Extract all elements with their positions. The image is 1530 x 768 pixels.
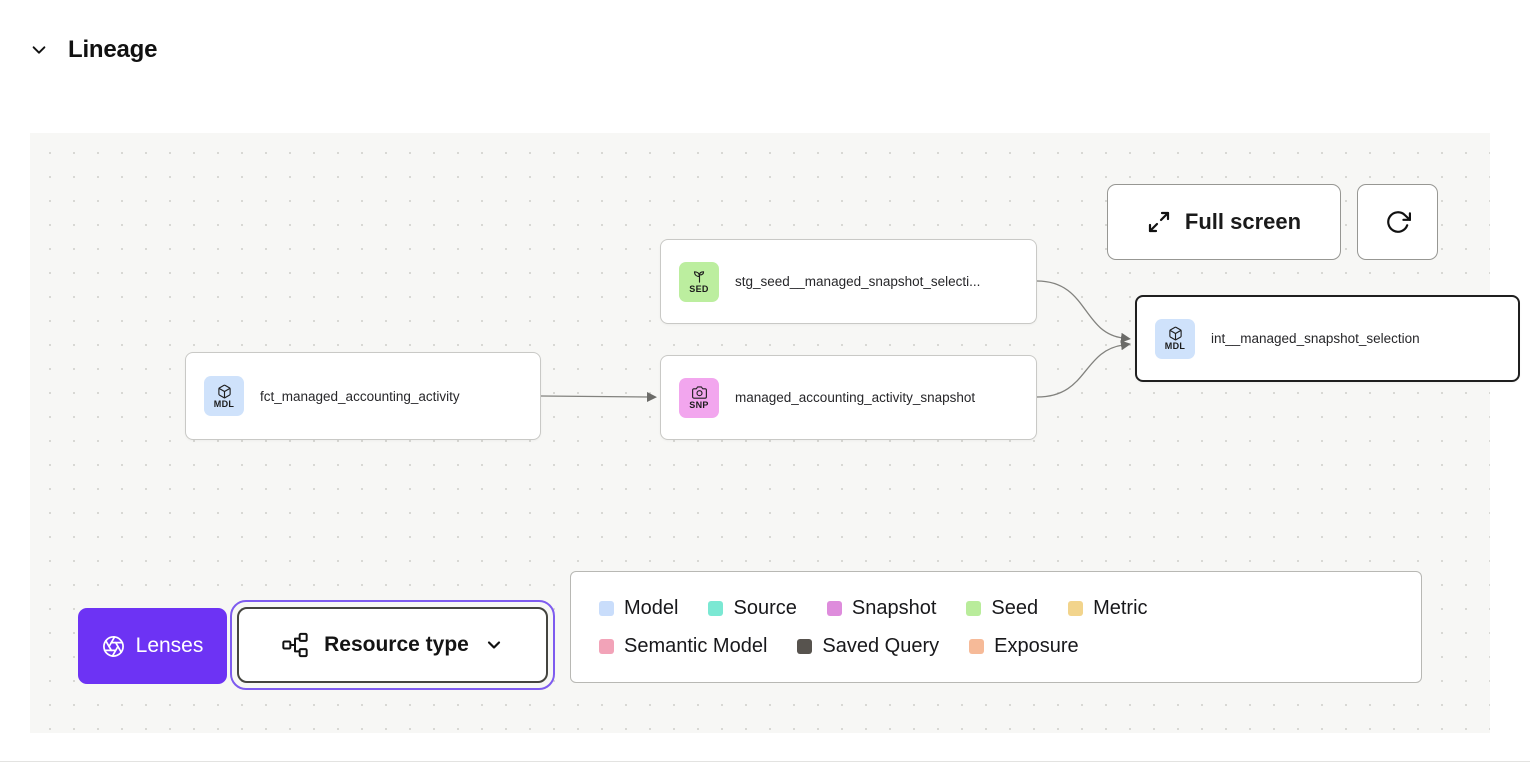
seed-resource-badge: SED xyxy=(679,261,719,302)
legend-swatch-semantic-model xyxy=(599,638,614,654)
legend-row: Semantic Model Saved Query Exposure xyxy=(599,635,1393,658)
lineage-node-fct-managed-accounting-activity[interactable]: MDL fct_managed_accounting_activity xyxy=(185,352,541,440)
lineage-canvas[interactable]: MDL fct_managed_accounting_activity SED … xyxy=(30,133,1520,733)
legend-label: Source xyxy=(733,596,797,619)
legend-item-metric: Metric xyxy=(1068,596,1148,620)
chevron-down-icon xyxy=(30,41,48,59)
lenses-label: Lenses xyxy=(135,634,204,657)
badge-code: SED xyxy=(689,284,709,294)
badge-code: SNP xyxy=(689,400,709,410)
refresh-button[interactable] xyxy=(1357,184,1438,260)
legend-row: Model Source Snapshot Seed Metric xyxy=(599,597,1393,620)
legend-label: Saved Query xyxy=(822,634,940,657)
resource-type-legend: Model Source Snapshot Seed Metric xyxy=(570,571,1422,683)
page-title: Lineage xyxy=(68,36,158,63)
camera-icon xyxy=(691,385,707,400)
legend-label: Seed xyxy=(991,596,1039,619)
legend-item-source: Source xyxy=(708,596,797,620)
legend-swatch-metric xyxy=(1068,600,1084,616)
badge-code: MDL xyxy=(213,398,235,409)
legend-item-saved-query: Saved Query xyxy=(797,635,939,658)
legend-swatch-source xyxy=(708,600,724,616)
full-screen-label: Full screen xyxy=(1184,209,1302,234)
cube-icon xyxy=(217,384,232,399)
legend-label: Exposure xyxy=(994,634,1079,657)
expand-arrows-icon xyxy=(1147,210,1171,234)
lineage-node-managed-accounting-activity-snapshot[interactable]: SNP managed_accounting_activity_snapshot xyxy=(660,355,1037,440)
resource-type-focus-ring: Resource type xyxy=(230,600,555,690)
legend-item-exposure: Exposure xyxy=(969,635,1079,658)
legend-swatch-snapshot xyxy=(826,600,842,616)
section-header: Lineage xyxy=(0,0,1530,64)
lineage-node-stg-seed-managed-snapshot-selection[interactable]: SED stg_seed__managed_snapshot_selecti..… xyxy=(660,239,1037,324)
legend-swatch-seed xyxy=(966,600,982,616)
legend-label: Model xyxy=(624,596,679,619)
legend-swatch-saved-query xyxy=(797,638,813,654)
hierarchy-nodes-icon xyxy=(281,631,309,659)
full-screen-button[interactable]: Full screen xyxy=(1107,184,1341,260)
legend-item-model: Model xyxy=(599,597,678,620)
chevron-down-icon xyxy=(484,635,504,655)
lenses-button[interactable]: Lenses xyxy=(78,608,227,684)
collapse-section-button[interactable] xyxy=(28,39,50,61)
legend-item-snapshot: Snapshot xyxy=(826,596,937,620)
snapshot-resource-badge: SNP xyxy=(679,377,719,418)
cube-icon xyxy=(1168,326,1183,341)
model-resource-badge: MDL xyxy=(1155,318,1195,359)
seedling-icon xyxy=(692,269,707,284)
model-resource-badge: MDL xyxy=(204,376,244,416)
legend-label: Semantic Model xyxy=(624,634,768,657)
lineage-node-int-managed-snapshot-selection[interactable]: MDL int__managed_snapshot_selection xyxy=(1135,295,1520,382)
bottom-divider xyxy=(0,761,1530,762)
badge-code: MDL xyxy=(1164,341,1186,351)
legend-swatch-model xyxy=(599,600,614,616)
legend-item-seed: Seed xyxy=(966,597,1038,620)
node-label: stg_seed__managed_snapshot_selecti... xyxy=(735,274,981,289)
legend-label: Snapshot xyxy=(851,596,937,619)
node-label: fct_managed_accounting_activity xyxy=(260,388,460,404)
legend-label: Metric xyxy=(1093,596,1148,619)
refresh-icon xyxy=(1385,209,1411,235)
resource-type-label: Resource type xyxy=(324,633,469,656)
node-label: managed_accounting_activity_snapshot xyxy=(735,390,976,405)
resource-type-dropdown[interactable]: Resource type xyxy=(237,607,548,683)
legend-item-semantic-model: Semantic Model xyxy=(599,635,767,658)
legend-swatch-exposure xyxy=(969,638,985,654)
aperture-icon xyxy=(102,635,125,658)
node-label: int__managed_snapshot_selection xyxy=(1211,331,1420,346)
